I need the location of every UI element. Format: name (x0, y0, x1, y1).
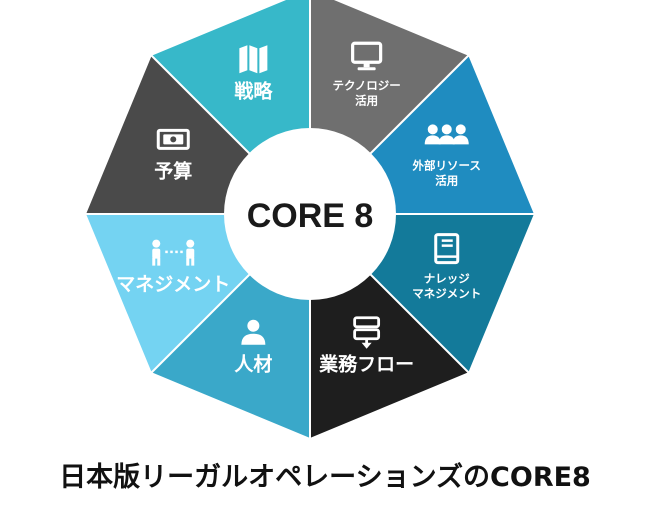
segment-technology-label-1: 活用 (355, 93, 378, 107)
segment-technology-label-0: テクノロジー (332, 78, 400, 92)
banknote-icon (156, 128, 190, 150)
people-connect-icon (152, 239, 195, 266)
monitor-icon (351, 41, 383, 71)
center-circle (224, 128, 396, 300)
segment-talent-label-0: 人材 (234, 353, 272, 376)
segment-workflow: 業務フロー (309, 270, 471, 441)
segment-knowledge-label-0: ナレッジ (424, 272, 470, 286)
flow-icon (353, 316, 381, 349)
diagram-caption: 日本版リーガルオペレーションズのCORE8 (59, 462, 591, 493)
segment-management-label-0: マネジメント (116, 274, 230, 296)
person-icon (241, 319, 266, 345)
segment-budget-label-0: 予算 (154, 159, 192, 182)
center-label: CORE 8 (247, 197, 374, 235)
segment-outsourcing-label-0: 外部リソース (412, 158, 481, 172)
segment-knowledge-label-1: マネジメント (412, 287, 481, 301)
people-group-icon (424, 124, 469, 145)
segment-outsourcing-label-1: 活用 (435, 173, 458, 187)
octagon-segments: テクノロジー活用外部リソース活用ナレッジマネジメント業務フロー人材マネジメント予… (83, 0, 537, 441)
segment-workflow-label-0: 業務フロー (318, 353, 414, 376)
book-icon (434, 233, 460, 265)
center-hub: CORE 8 (224, 128, 396, 300)
map-icon (239, 45, 268, 74)
segment-strategy-label-0: 戦略 (234, 79, 273, 102)
